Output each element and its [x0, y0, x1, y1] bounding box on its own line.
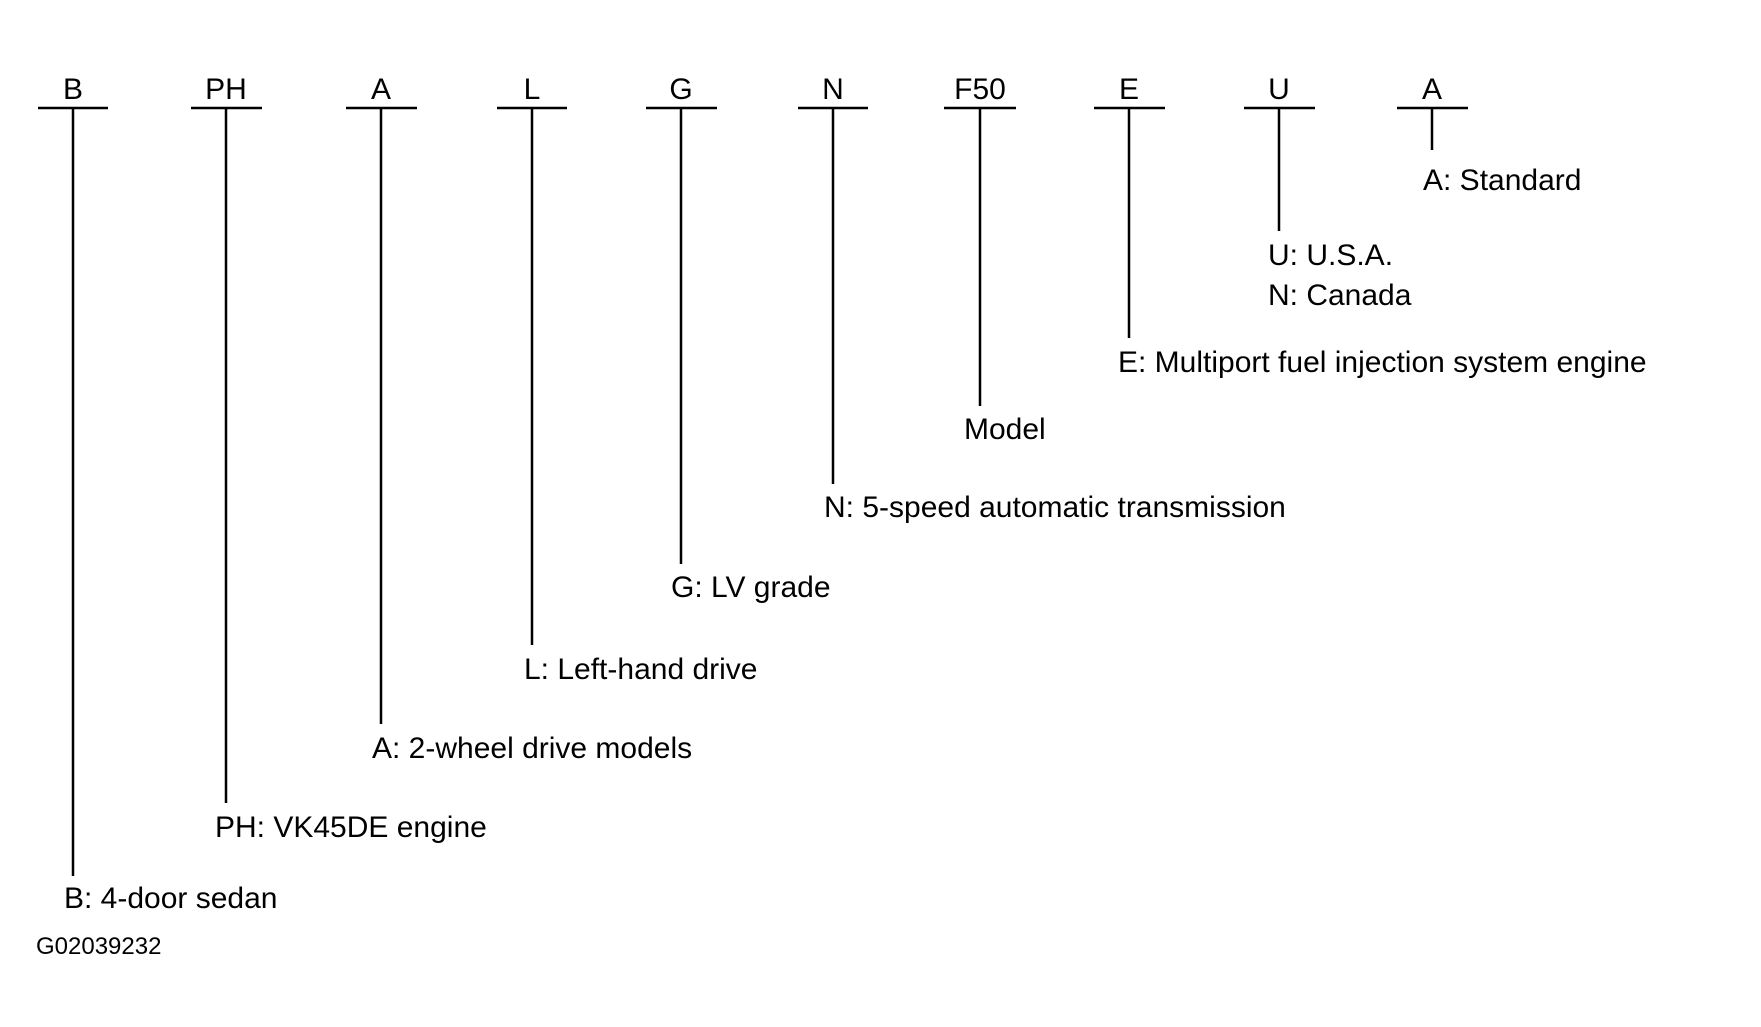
- code-letter: E: [1119, 73, 1139, 106]
- code-segment-f50: F50 Model: [944, 73, 1046, 446]
- code-segment-u: U U: U.S.A. N: Canada: [1244, 73, 1412, 312]
- code-letter: G: [669, 73, 692, 106]
- code-segment-g: G G: LV grade: [646, 73, 831, 604]
- code-description: N: 5-speed automatic transmission: [824, 491, 1286, 524]
- code-letter: U: [1268, 73, 1290, 106]
- code-description: PH: VK45DE engine: [215, 811, 487, 844]
- code-segment-a-drive: A A: 2-wheel drive models: [346, 73, 692, 765]
- code-segment-l: L L: Left-hand drive: [497, 73, 757, 686]
- code-description: U: U.S.A.: [1268, 239, 1393, 272]
- code-letter: A: [1422, 73, 1442, 106]
- code-description: G: LV grade: [671, 571, 831, 604]
- code-letter: A: [371, 73, 391, 106]
- code-letter: PH: [205, 73, 247, 106]
- code-letter: F50: [954, 73, 1006, 106]
- code-description: A: 2-wheel drive models: [372, 732, 692, 765]
- code-segment-a-standard: A A: Standard: [1397, 73, 1581, 197]
- figure-id: G02039232: [36, 933, 161, 960]
- code-segment-ph: PH PH: VK45DE engine: [191, 73, 487, 844]
- code-segment-e: E E: Multiport fuel injection system eng…: [1094, 73, 1647, 379]
- code-description: B: 4-door sedan: [64, 882, 277, 915]
- code-segment-n: N N: 5-speed automatic transmission: [798, 73, 1286, 524]
- code-letter: N: [822, 73, 844, 106]
- code-description: E: Multiport fuel injection system engin…: [1118, 346, 1647, 379]
- code-letter: L: [524, 73, 541, 106]
- code-letter: B: [63, 73, 83, 106]
- code-description: Model: [964, 413, 1046, 446]
- code-description: A: Standard: [1423, 164, 1581, 197]
- code-description: L: Left-hand drive: [524, 653, 757, 686]
- code-description: N: Canada: [1268, 279, 1412, 312]
- code-segment-b: B B: 4-door sedan: [38, 73, 277, 915]
